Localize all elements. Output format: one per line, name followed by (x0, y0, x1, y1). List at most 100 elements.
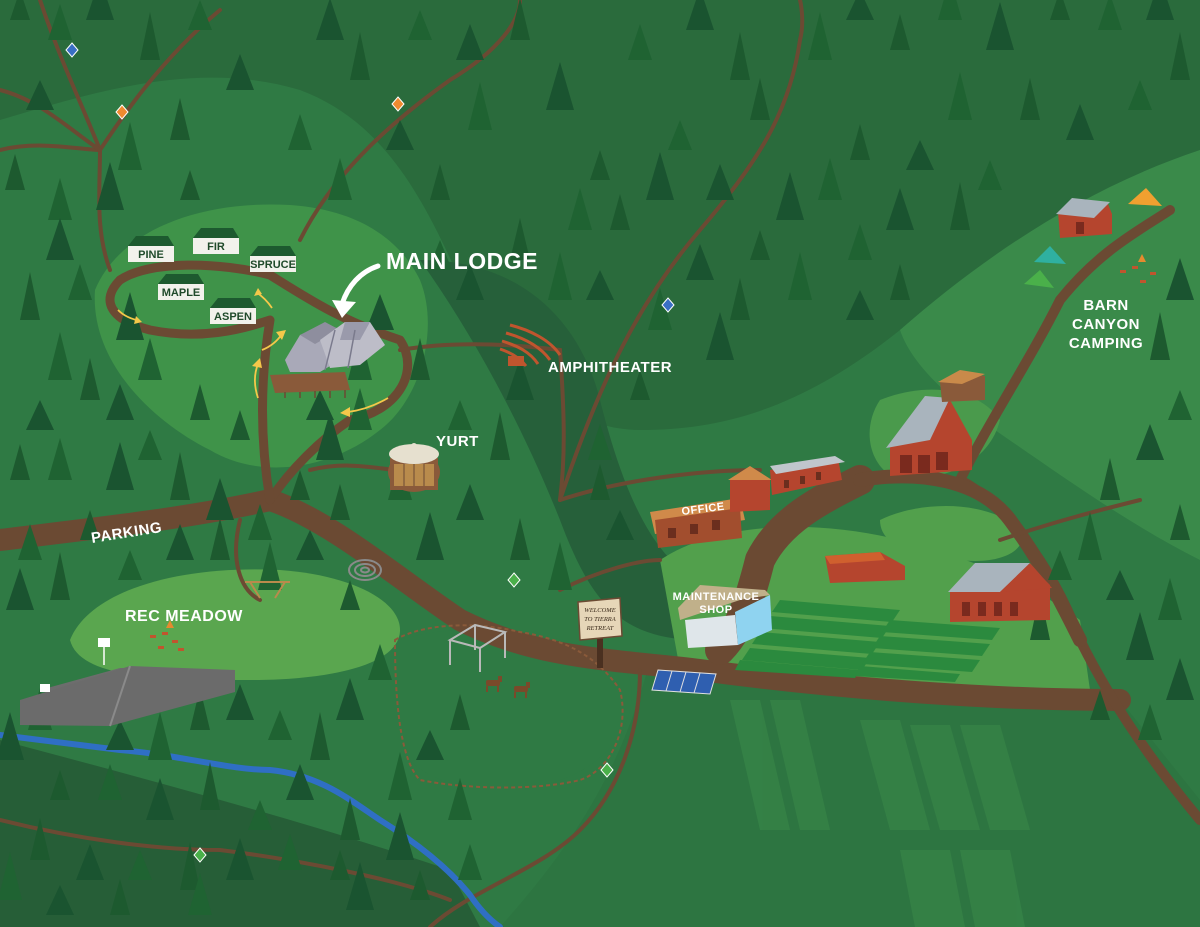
amphitheater-label[interactable]: AMPHITHEATER (548, 359, 672, 376)
tree (456, 24, 484, 60)
tree (1138, 704, 1162, 740)
amphitheater-seating[interactable] (499, 323, 562, 367)
terrain-lodge-hill (94, 204, 428, 468)
tree (296, 530, 324, 560)
tree (138, 430, 162, 460)
tree (48, 178, 72, 220)
tree (1158, 578, 1182, 620)
tree (128, 850, 152, 880)
tree (450, 694, 470, 730)
main-lodge-building[interactable] (270, 322, 385, 398)
tree (98, 764, 122, 800)
cabin-pine[interactable]: PINE (128, 236, 174, 262)
tree (210, 518, 230, 560)
trail-marker[interactable] (65, 42, 79, 58)
cabin-loop (105, 275, 275, 505)
tree (330, 484, 350, 520)
farm-house[interactable] (728, 456, 845, 512)
cabin-aspen[interactable]: ASPEN (210, 298, 256, 324)
tree (1048, 550, 1072, 580)
yurt-building[interactable] (388, 443, 440, 492)
tree (0, 712, 24, 760)
tree (1170, 504, 1190, 540)
cabin-spruce[interactable]: SPRUCE (250, 246, 296, 272)
tree (468, 82, 492, 130)
tree (226, 54, 254, 90)
maintenance-label-line2[interactable]: SHOP (699, 604, 732, 616)
tree (590, 150, 610, 180)
tree (180, 170, 200, 200)
tree (978, 160, 1002, 190)
barn-canyon-label-line3[interactable]: CAMPING (1069, 335, 1143, 352)
tree (148, 712, 172, 760)
tree (456, 264, 484, 300)
cabin-label-aspen: ASPEN (214, 311, 252, 323)
sports-courts (20, 665, 235, 727)
tree (818, 158, 842, 200)
tree (986, 2, 1014, 50)
tree (1166, 658, 1194, 700)
office-building[interactable] (650, 498, 745, 548)
tree (248, 800, 272, 830)
tree (938, 0, 962, 20)
trail-marker[interactable] (391, 96, 405, 112)
tree (138, 338, 162, 380)
tree (76, 844, 104, 880)
labyrinth (348, 559, 382, 581)
tree (1098, 0, 1122, 30)
tree (586, 270, 614, 300)
cabin-label-spruce: SPRUCE (250, 259, 296, 271)
tree (226, 684, 254, 720)
camp-fire-logs (1120, 254, 1156, 283)
trail-marker[interactable] (507, 572, 521, 588)
tree (568, 188, 592, 230)
tree (948, 72, 972, 120)
canyon-cabin[interactable] (938, 370, 985, 402)
tree (48, 438, 72, 480)
maintenance-label-line1[interactable]: MAINTENANCE (673, 591, 760, 603)
trail-marker[interactable] (193, 847, 207, 863)
campsite-tents[interactable] (1024, 188, 1162, 288)
shed-red[interactable] (825, 552, 905, 583)
tree (80, 510, 100, 540)
tree (388, 752, 412, 800)
welcome-sign[interactable]: WELCOME TO TIERRA RETREAT (577, 597, 623, 668)
tree (46, 885, 74, 915)
office-label[interactable]: OFFICE (681, 501, 725, 518)
tree (950, 182, 970, 230)
main-lodge-label[interactable]: MAIN LODGE (386, 248, 538, 274)
tree (386, 120, 414, 150)
terrain-valley (420, 260, 700, 640)
tree (10, 0, 30, 20)
maintenance-shop-building[interactable] (678, 585, 772, 648)
trail-marker[interactable] (115, 104, 129, 120)
tree (366, 294, 394, 330)
main-lodge-pointer (332, 263, 381, 318)
tree (230, 410, 250, 440)
tree (106, 442, 134, 490)
terrain-farm-valley (500, 660, 1200, 927)
yurt-label[interactable]: YURT (436, 433, 479, 450)
camping-barn[interactable] (1056, 198, 1112, 238)
barn-canyon-label-line1[interactable]: BARN (1083, 297, 1128, 314)
tree (290, 470, 310, 500)
tree (350, 32, 370, 80)
tree (706, 164, 734, 200)
tree (416, 730, 444, 760)
cabin-maple[interactable]: MAPLE (158, 274, 204, 300)
barn-canyon-label-line2[interactable]: CANYON (1072, 316, 1140, 333)
tree (510, 218, 530, 260)
tree (188, 0, 212, 30)
trail-marker[interactable] (661, 297, 675, 313)
canyon-barn[interactable] (886, 396, 972, 476)
rec-meadow-label[interactable]: REC MEADOW (125, 608, 243, 625)
tree (188, 873, 212, 915)
trail-marker[interactable] (600, 762, 614, 778)
tree (226, 838, 254, 880)
tree (316, 412, 344, 460)
tree (886, 188, 914, 230)
farm-barn[interactable] (948, 563, 1052, 622)
cabin-fir[interactable]: FIR (193, 228, 239, 254)
terrain-barn-canyon (900, 150, 1200, 560)
